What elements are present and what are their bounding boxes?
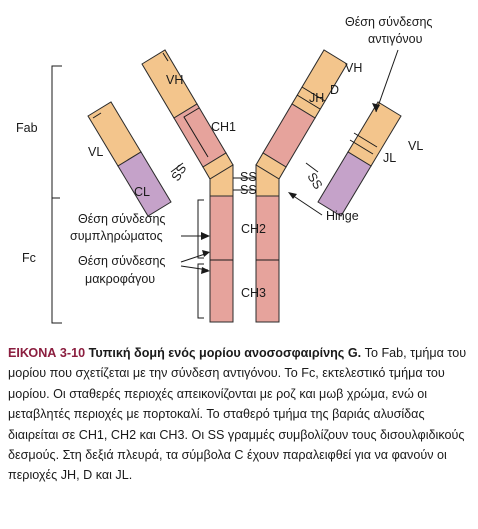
fab-fc-bracket (51, 65, 62, 324)
macrophage-site-label-line2: μακροφάγου (85, 272, 155, 286)
left-light-chain (87, 101, 172, 217)
fc-label: Fc (22, 251, 36, 265)
antigen-site-label-line2: αντιγόνου (368, 32, 423, 46)
fab-label: Fab (16, 121, 38, 135)
complement-site-label-line2: συμπληρώματος (70, 229, 163, 243)
vl-right-label: VL (408, 139, 423, 153)
vh-right-label: VH (345, 61, 362, 75)
figure-caption: ΕΙΚΟΝΑ 3-10 Τυπική δομή ενός μορίου ανοσ… (8, 343, 470, 486)
right-heavy-arm (255, 49, 348, 197)
ss-right-diagonal-label: SS (304, 170, 325, 192)
antigen-site-pointer (375, 49, 399, 113)
fc-region (209, 195, 280, 323)
d-right-label: D (330, 83, 339, 97)
figure-number: ΕΙΚΟΝΑ 3-10 (8, 346, 86, 360)
hinge-pointer (291, 194, 323, 216)
ss-hinge-top-label: SS (240, 170, 257, 184)
vh-left-label: VH (166, 73, 183, 87)
ch1-left-label: CH1 (211, 120, 236, 134)
hinge-label: Hinge (326, 209, 359, 223)
jh-right-label: JH (309, 91, 324, 105)
jl-right-label: JL (383, 151, 396, 165)
right-light-chain (317, 101, 402, 217)
vl-left-label: VL (88, 145, 103, 159)
antibody-diagram: Fab Fc (16, 15, 432, 324)
macrophage-site-label-line1: Θέση σύνδεσης (78, 254, 165, 268)
ch2-label: CH2 (241, 222, 266, 236)
ss-hinge-bottom-label: SS (240, 183, 257, 197)
left-heavy-arm (141, 49, 234, 197)
figure-title: Τυπική δομή ενός μορίου ανοσοσφαιρίνης G… (88, 346, 362, 360)
ch3-label: CH3 (241, 286, 266, 300)
complement-site-label-line1: Θέση σύνδεσης (78, 212, 165, 226)
figure-caption-text: Το Fab, τμήμα του μορίου που σχετίζεται … (8, 346, 467, 483)
cl-left-label: CL (134, 185, 150, 199)
antigen-site-label-line1: Θέση σύνδεσης (345, 15, 432, 29)
ss-left-diagonal-label: SS (169, 162, 190, 184)
